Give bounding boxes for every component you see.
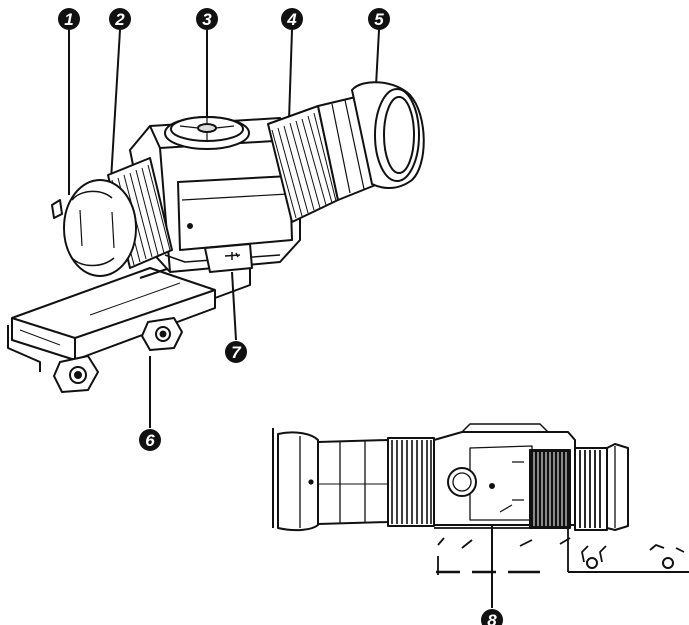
- control-pad: [164, 116, 250, 150]
- leader-lines: [68, 29, 493, 608]
- side-eyecup: [277, 431, 319, 532]
- callout-8: 8: [481, 609, 503, 625]
- leader-line-4: [288, 29, 293, 121]
- scope-isometric-view: [7, 81, 425, 393]
- callout-6-label: 6: [145, 431, 155, 450]
- leader-line-5: [375, 29, 380, 87]
- side-lens-focus-ring: [529, 447, 608, 531]
- callout-1-label: 1: [64, 10, 73, 29]
- side-mount-bracket: [434, 527, 689, 575]
- picatinny-mount: [7, 257, 251, 372]
- leader-line-2: [110, 29, 121, 181]
- callout-4: 4: [281, 8, 303, 30]
- leader-line-7: [231, 271, 237, 341]
- callout-4-label: 4: [286, 10, 297, 29]
- callout-5-label: 5: [374, 10, 384, 29]
- side-lens-cap: [606, 443, 629, 531]
- eyecup: [351, 81, 425, 189]
- mount-nut-rear: [141, 317, 183, 351]
- callout-3-label: 3: [202, 10, 212, 29]
- scope-side-view: [272, 423, 689, 575]
- callout-7-label: 7: [231, 343, 242, 362]
- usb-port-cover: [204, 243, 253, 273]
- callout-2-label: 2: [114, 10, 125, 29]
- callout-badges: 1 2 3 4 5 6 7 8: [58, 8, 503, 625]
- side-eyepiece-focus-ring: [387, 437, 435, 527]
- mount-nut-front: [53, 355, 99, 393]
- callout-3: 3: [196, 8, 218, 30]
- side-eyepiece-barrel: [317, 439, 389, 525]
- callout-5: 5: [368, 8, 390, 30]
- callout-6: 6: [139, 429, 161, 451]
- lens-cap: [51, 179, 137, 277]
- callout-2: 2: [109, 8, 131, 30]
- callout-1: 1: [58, 8, 80, 30]
- callout-8-label: 8: [487, 611, 497, 625]
- callout-7: 7: [225, 341, 247, 363]
